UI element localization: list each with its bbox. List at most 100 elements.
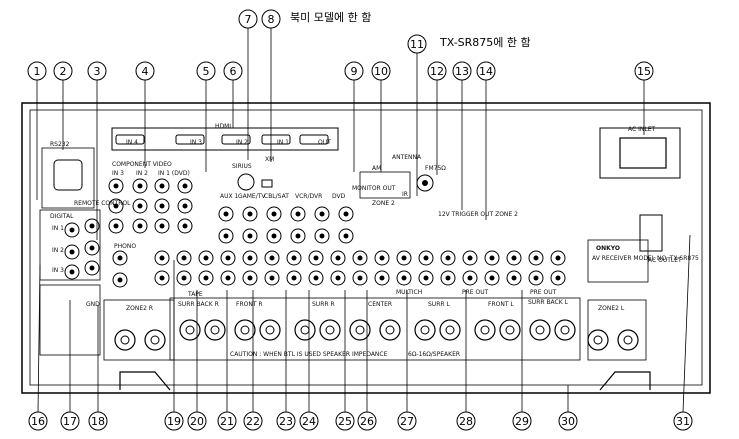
ac-inlet-socket	[619, 137, 667, 169]
rca-jack-pin	[269, 275, 275, 281]
speaker-terminal-core	[385, 325, 395, 335]
rca-jack-pin	[533, 255, 539, 261]
rca-jack-pin	[401, 255, 407, 261]
callout-19-circle	[164, 411, 184, 431]
rca-jack-pin	[335, 255, 341, 261]
rca-jack-pin	[247, 275, 253, 281]
speaker-terminal-core	[265, 325, 275, 335]
zone2l-bay	[587, 299, 647, 361]
sirius-label: SIRIUS	[232, 163, 252, 170]
callout-6-circle	[223, 61, 243, 81]
ir-label: IR	[402, 191, 408, 198]
surr-l-label: SURR L	[428, 301, 450, 308]
callout-9-number: 9	[351, 65, 358, 78]
rca-jack-pin	[137, 203, 143, 209]
hdmi-port	[261, 134, 291, 145]
aux1-label: AUX 1	[220, 193, 239, 200]
callout-29-number: 29	[515, 415, 529, 428]
rca-jack-pin	[467, 275, 473, 281]
speaker-terminal-core	[623, 335, 633, 345]
rca-jack-pin	[113, 183, 119, 189]
callout-6-number: 6	[230, 65, 237, 78]
speaker-bay	[169, 297, 581, 361]
zone2l-label: ZONE2 L	[598, 305, 625, 312]
callout-31-leader	[682, 234, 691, 413]
rca-jack-pin	[137, 223, 143, 229]
callout-21-circle	[217, 411, 237, 431]
callout-18-number: 18	[91, 415, 105, 428]
fm-label: FM75Ω	[425, 165, 446, 172]
rca-jack-pin	[511, 275, 517, 281]
tape-label: TAPE	[187, 291, 203, 298]
rca-jack-pin	[489, 275, 495, 281]
rca-jack-pin	[343, 211, 349, 217]
rs232-bay	[41, 147, 95, 209]
rca-jack-pin	[423, 255, 429, 261]
ac-inlet-label: AC INLET	[628, 126, 655, 133]
rca-jack-pin	[203, 255, 209, 261]
am-label: AM	[372, 165, 381, 172]
speaker-ohm-label: 6Ω-16Ω/SPEAKER	[408, 351, 460, 358]
speaker-terminal-core	[560, 325, 570, 335]
speaker-terminal-core	[480, 325, 490, 335]
callout-17-circle	[60, 411, 80, 431]
rca-jack-pin	[295, 211, 301, 217]
rca-jack-pin	[223, 211, 229, 217]
callout-25-number: 25	[338, 415, 352, 428]
callout-12-number: 12	[430, 65, 444, 78]
right-foot	[599, 371, 651, 391]
callout-24-circle	[299, 411, 319, 431]
rca-jack-pin	[295, 233, 301, 239]
brand-logo-text: ONKYO	[596, 245, 620, 252]
rca-jack-pin	[159, 275, 165, 281]
multich-label: MULTICH	[396, 289, 422, 296]
antenna-label: ANTENNA	[392, 154, 422, 161]
rca-jack-pin	[319, 211, 325, 217]
callout-2-number: 2	[60, 65, 67, 78]
callout-15-number: 15	[637, 65, 651, 78]
rca-jack-pin	[137, 183, 143, 189]
rca-jack-pin	[271, 233, 277, 239]
callout-5-number: 5	[203, 65, 210, 78]
vcr-dvr-label: VCR/DVR	[295, 193, 322, 200]
callout-15-circle	[634, 61, 654, 81]
rca-jack-pin	[357, 275, 363, 281]
ac-outlet	[639, 214, 663, 252]
callout-3-number: 3	[94, 65, 101, 78]
callout-13-circle	[452, 61, 472, 81]
pre-out-label-a: PRE OUT	[462, 289, 489, 296]
hdmi-port	[299, 134, 329, 145]
rca-jack-pin	[511, 255, 517, 261]
callout-10-circle	[371, 61, 391, 81]
xm-connector	[261, 179, 273, 188]
callout-13-number: 13	[455, 65, 469, 78]
speaker-terminal-core	[150, 335, 160, 345]
na-models-note: 북미 모델에 한 함	[290, 11, 371, 24]
rca-jack-pin	[203, 275, 209, 281]
callout-30-circle	[558, 411, 578, 431]
speaker-terminal-core	[120, 335, 130, 345]
rca-jack-pin	[247, 211, 253, 217]
rca-jack-pin	[423, 275, 429, 281]
callout-16-leader	[37, 264, 41, 413]
callout-26-number: 26	[360, 415, 374, 428]
callout-19-number: 19	[167, 415, 181, 428]
rca-jack-pin	[445, 255, 451, 261]
rca-jack-pin	[319, 233, 325, 239]
rca-jack-pin	[247, 255, 253, 261]
rs232-label: RS232	[50, 141, 70, 148]
rca-jack-pin	[117, 277, 123, 283]
surr-back-r-label: SURR BACK R	[178, 301, 219, 308]
callout-8-number: 8	[268, 13, 275, 26]
callout-28-circle	[456, 411, 476, 431]
speaker-terminal-core	[420, 325, 430, 335]
callout-18-circle	[88, 411, 108, 431]
am-terminal	[359, 171, 411, 199]
rca-jack-pin	[467, 255, 473, 261]
rca-jack-pin	[313, 255, 319, 261]
rca-jack-pin	[69, 227, 75, 233]
digital-label: DIGITAL	[50, 213, 74, 220]
callout-14-number: 14	[479, 65, 493, 78]
